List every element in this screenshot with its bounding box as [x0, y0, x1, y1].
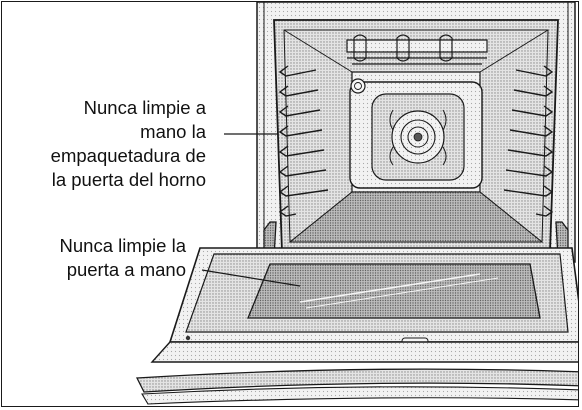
rack-guide-right-icon: [503, 65, 554, 217]
callout-leaders: [201, 133, 301, 287]
door-warning-label: Nunca limpie la puerta a mano: [2, 234, 186, 282]
convection-fan-icon: [349, 81, 483, 189]
oven-illustration: [135, 2, 578, 405]
broil-element-icon: [346, 34, 488, 65]
door-leader-line: [201, 269, 301, 287]
rack-guide-left-icon: [278, 65, 329, 217]
gasket-warning-label: Nunca limpie a mano la empaquetadura de …: [2, 96, 206, 192]
oven-door-icon: [135, 247, 578, 405]
oven-light-icon: [350, 78, 366, 94]
